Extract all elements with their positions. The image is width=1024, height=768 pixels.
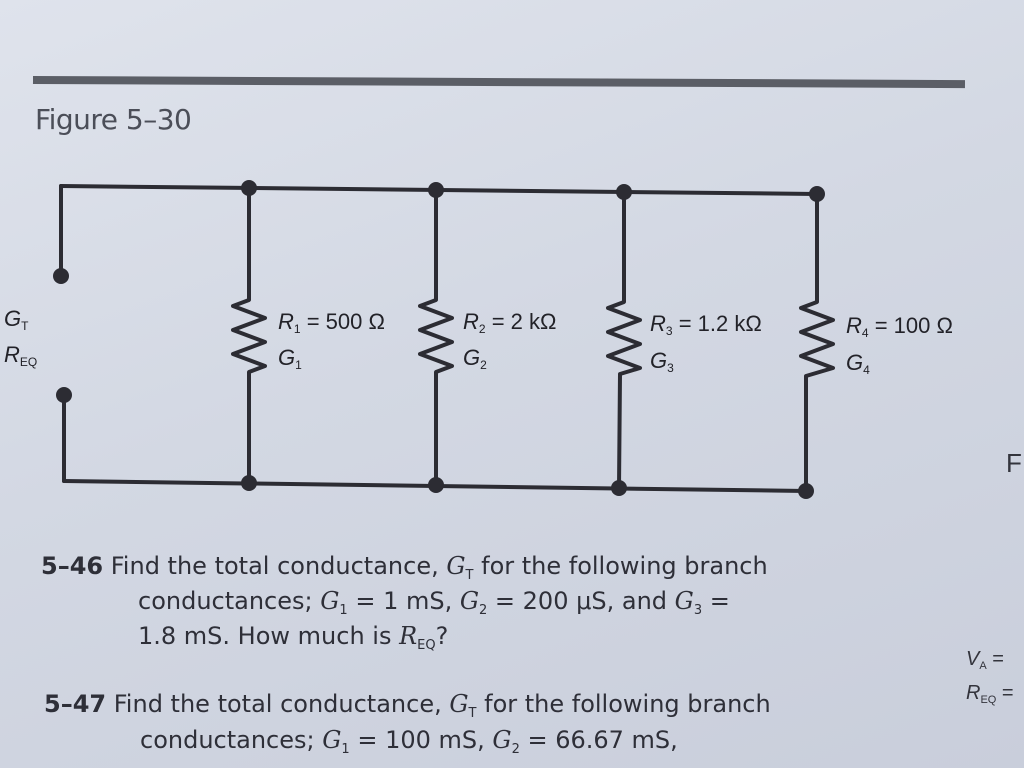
node-dot (428, 477, 444, 493)
problem-5-46-line-2: conductances; G1 = 1 mS, G2 = 200 μS, an… (138, 587, 730, 618)
label-r2: R2 = 2 kΩ (463, 309, 557, 336)
label-r3: R3 = 1.2 kΩ (650, 311, 762, 338)
branch-4-wire (799, 192, 835, 493)
edge-letter-f: F (1006, 448, 1022, 478)
problem-5-47-line-1: 5–47 Find the total conductance, GT for … (44, 690, 771, 721)
node-dot (611, 480, 627, 496)
label-req: REQ (4, 342, 38, 369)
label-r4: R4 = 100 Ω (846, 313, 953, 340)
label-g4: G4 (846, 350, 870, 377)
node-dot (241, 475, 257, 491)
problem-5-46-line-1: 5–46 Find the total conductance, GT for … (41, 552, 768, 583)
problem-5-46-line-3: 1.8 mS. How much is REQ? (138, 622, 449, 653)
label-g3: G3 (650, 348, 674, 375)
node-dot (616, 184, 632, 200)
figure-title: Figure 5–30 (35, 103, 192, 136)
label-r1: R1 = 500 Ω (278, 309, 385, 336)
label-gt: GT (4, 306, 29, 333)
edge-note-va: VA = (966, 648, 1004, 672)
branch-3-wire (606, 190, 642, 490)
node-dot (428, 182, 444, 198)
terminal-dot-top (53, 268, 69, 284)
node-dot (798, 483, 814, 499)
label-g1: G1 (278, 345, 302, 372)
node-dot (241, 180, 257, 196)
problem-5-47-line-2: conductances; G1 = 100 mS, G2 = 66.67 mS… (140, 726, 678, 757)
label-g2: G2 (463, 345, 487, 372)
terminal-dot-bottom (56, 387, 72, 403)
branch-1-wire (231, 186, 267, 485)
branch-2-wire (418, 188, 454, 487)
node-dot (809, 186, 825, 202)
edge-note-req: REQ = (966, 682, 1014, 706)
